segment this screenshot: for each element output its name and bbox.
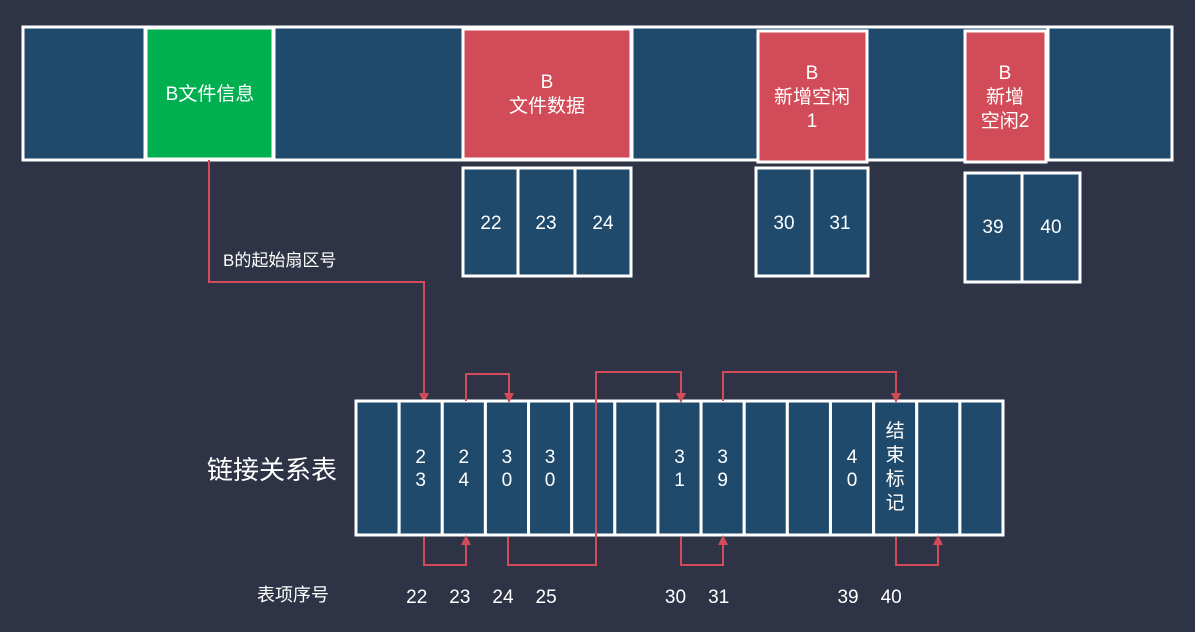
table-cell-value: 0 [545,470,556,491]
index-number: 22 [406,587,427,608]
table-cell [613,399,660,537]
sector-22: 22 [480,213,501,234]
new-free-1-line-1: B [806,63,819,84]
table-cell [483,399,531,537]
table-cell-value: 3 [717,447,728,468]
link-arrow-30-31 [680,535,728,566]
new-free-1-block: B 新增空闲 1 [756,29,869,164]
table-cell [656,399,703,537]
table-cell-value: 4 [847,447,858,468]
index-number: 30 [665,587,686,608]
table-cell [785,399,832,537]
new-free-2-line-2: 新增 [986,86,1024,108]
table-cell-value: 9 [717,470,728,491]
table-cell [699,399,746,537]
file-data-line-2: 文件数据 [509,95,585,117]
table-cell-value: 3 [545,447,556,468]
new-free-2-line-1: B [999,63,1012,84]
table-cell-value: 0 [847,470,858,491]
table-cell [440,399,487,537]
link-arrow-23-24 [465,373,514,403]
sector-39: 39 [982,217,1003,238]
table-cell-value: 结 [886,420,905,442]
file-info-label: B文件信息 [166,83,255,105]
link-arrow-24-30 [507,371,686,566]
link-arrow-39-40 [895,535,943,566]
table-cell [828,399,876,537]
table-cell [742,399,789,537]
sector-24: 24 [592,213,614,234]
table-cell-value: 标 [886,468,905,490]
index-number: 23 [449,587,470,608]
table-cell-value: 1 [674,470,685,491]
table-cell-value: 记 [886,492,905,514]
table-cell [872,399,919,537]
table-cell-value: 2 [459,447,470,468]
link-arrow-31-39 [722,371,901,403]
index-label: 表项序号 [257,585,329,605]
file-info-block: B文件信息 [144,26,275,161]
sector-30: 30 [773,213,794,234]
table-title: 链接关系表 [207,455,337,485]
start-sector-label: B的起始扇区号 [223,251,336,270]
table-cell-value: 0 [502,470,513,491]
file-data-block: B 文件数据 [461,27,633,161]
table-cell [915,399,962,537]
link-arrow-22-23 [423,535,471,566]
new-free-1-line-2: 新增空闲 [774,86,850,108]
table-cell [527,399,574,537]
sector-group-free1: 30 31 [754,166,870,278]
index-number: 40 [881,587,902,608]
index-number: 25 [536,587,557,608]
table-cell-value: 2 [415,447,426,468]
new-free-1-line-3: 1 [807,111,818,132]
sector-23: 23 [535,213,556,234]
table-cell-value: 3 [502,447,513,468]
index-number: 39 [837,587,858,608]
file-data-line-1: B [541,72,554,93]
index-number: 24 [492,587,514,608]
table-cell-value: 4 [459,470,470,491]
sector-group-free2: 39 40 [963,171,1082,284]
table-cell [397,399,444,537]
table-cell-value: 束 [886,444,905,466]
index-numbers: 22 23 24 25 30 31 39 40 [406,587,902,608]
table-cell [958,399,1005,537]
sector-40: 40 [1040,217,1061,238]
index-number: 31 [708,587,729,608]
new-free-2-block: B 新增 空闲2 [963,29,1048,164]
sector-31: 31 [829,213,850,234]
table-cell-value: 3 [674,447,685,468]
disk-bar: B文件信息 B 文件数据 B 新增空闲 1 B 新增 空闲2 [21,25,1174,164]
new-free-2-line-3: 空闲2 [981,110,1030,132]
start-sector-arrow [208,160,429,403]
sector-group-data: 22 23 24 [461,166,633,278]
table-cell-value: 3 [415,470,426,491]
table-cell [570,399,617,537]
table-cell [354,399,401,537]
